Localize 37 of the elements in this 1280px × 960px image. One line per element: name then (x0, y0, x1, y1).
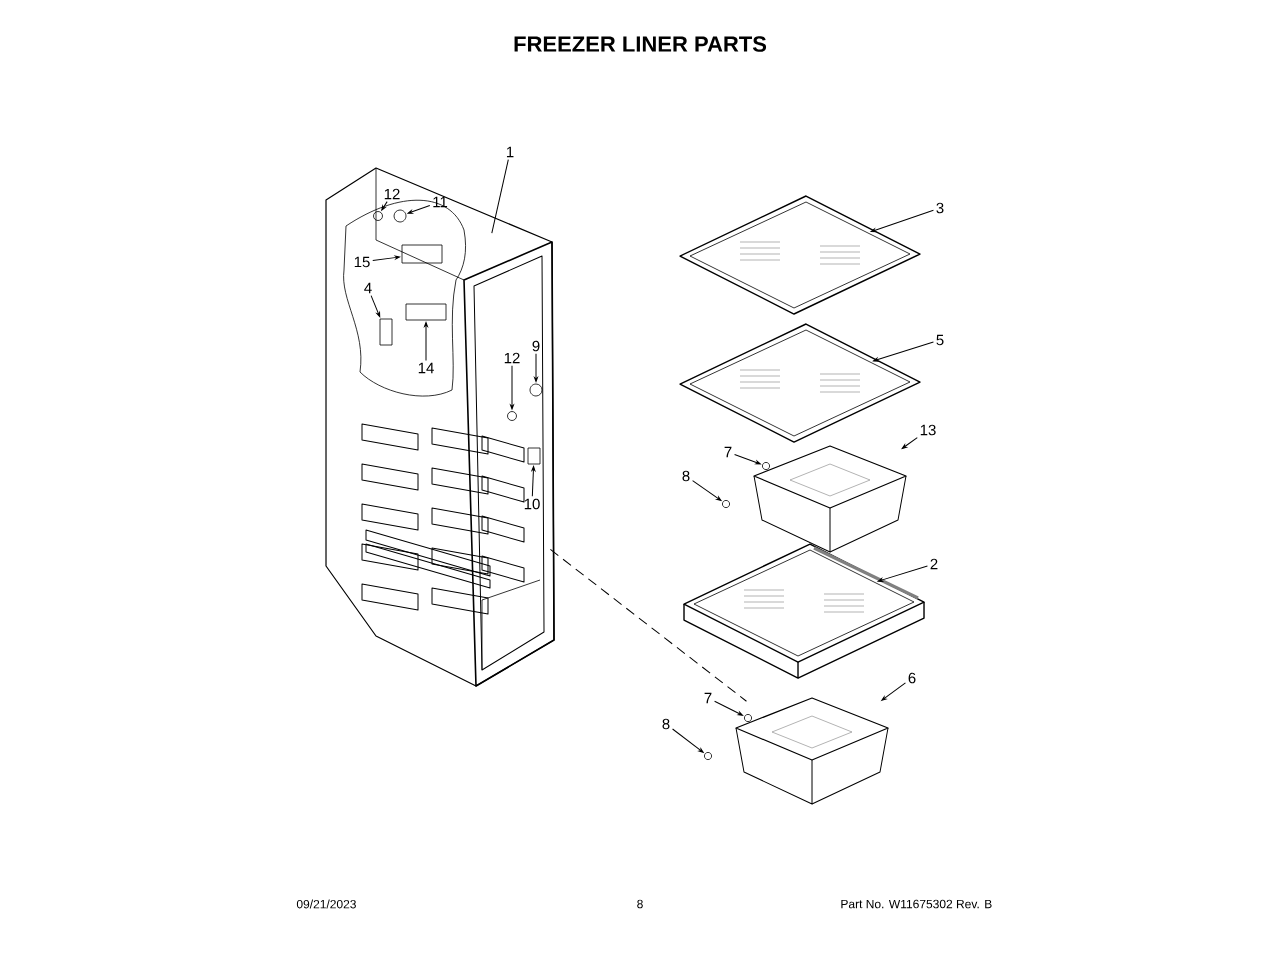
leader-line (381, 201, 388, 211)
screw-icon (507, 411, 517, 421)
glass-shelf-drawing (679, 195, 921, 315)
part-icon (401, 244, 443, 264)
leader-line (901, 437, 918, 449)
crisper-bin-drawing (753, 445, 907, 553)
leader-line (407, 205, 431, 214)
leader-line (877, 565, 928, 582)
leader-line (491, 159, 509, 234)
screw-icon (373, 211, 383, 221)
screw-icon (704, 752, 712, 760)
leader-line (873, 341, 934, 362)
leader-line (424, 322, 428, 361)
screw-icon (744, 714, 752, 722)
part-icon (405, 303, 447, 321)
leader-line (534, 353, 538, 382)
leader-line (734, 453, 761, 465)
title: FREEZER LINER PARTS (514, 36, 767, 52)
freezer-liner-drawing (325, 167, 555, 687)
glass-shelf-drawing (679, 323, 921, 443)
leader-line (531, 466, 536, 497)
leader-line (714, 700, 744, 716)
leader-line (870, 209, 934, 233)
screw-icon (529, 383, 543, 397)
screw-icon (393, 209, 407, 223)
leader-line (672, 728, 704, 753)
part-icon (527, 447, 541, 465)
leader-line (510, 365, 514, 410)
crisper-bin-drawing (735, 697, 889, 805)
alignment-line (549, 548, 747, 702)
leader-line (372, 255, 401, 262)
leader-line (692, 480, 722, 501)
part-icon (379, 318, 393, 346)
leader-line (370, 295, 381, 318)
leader-line (881, 682, 906, 701)
screw-icon (762, 462, 770, 470)
screw-icon (722, 500, 730, 508)
